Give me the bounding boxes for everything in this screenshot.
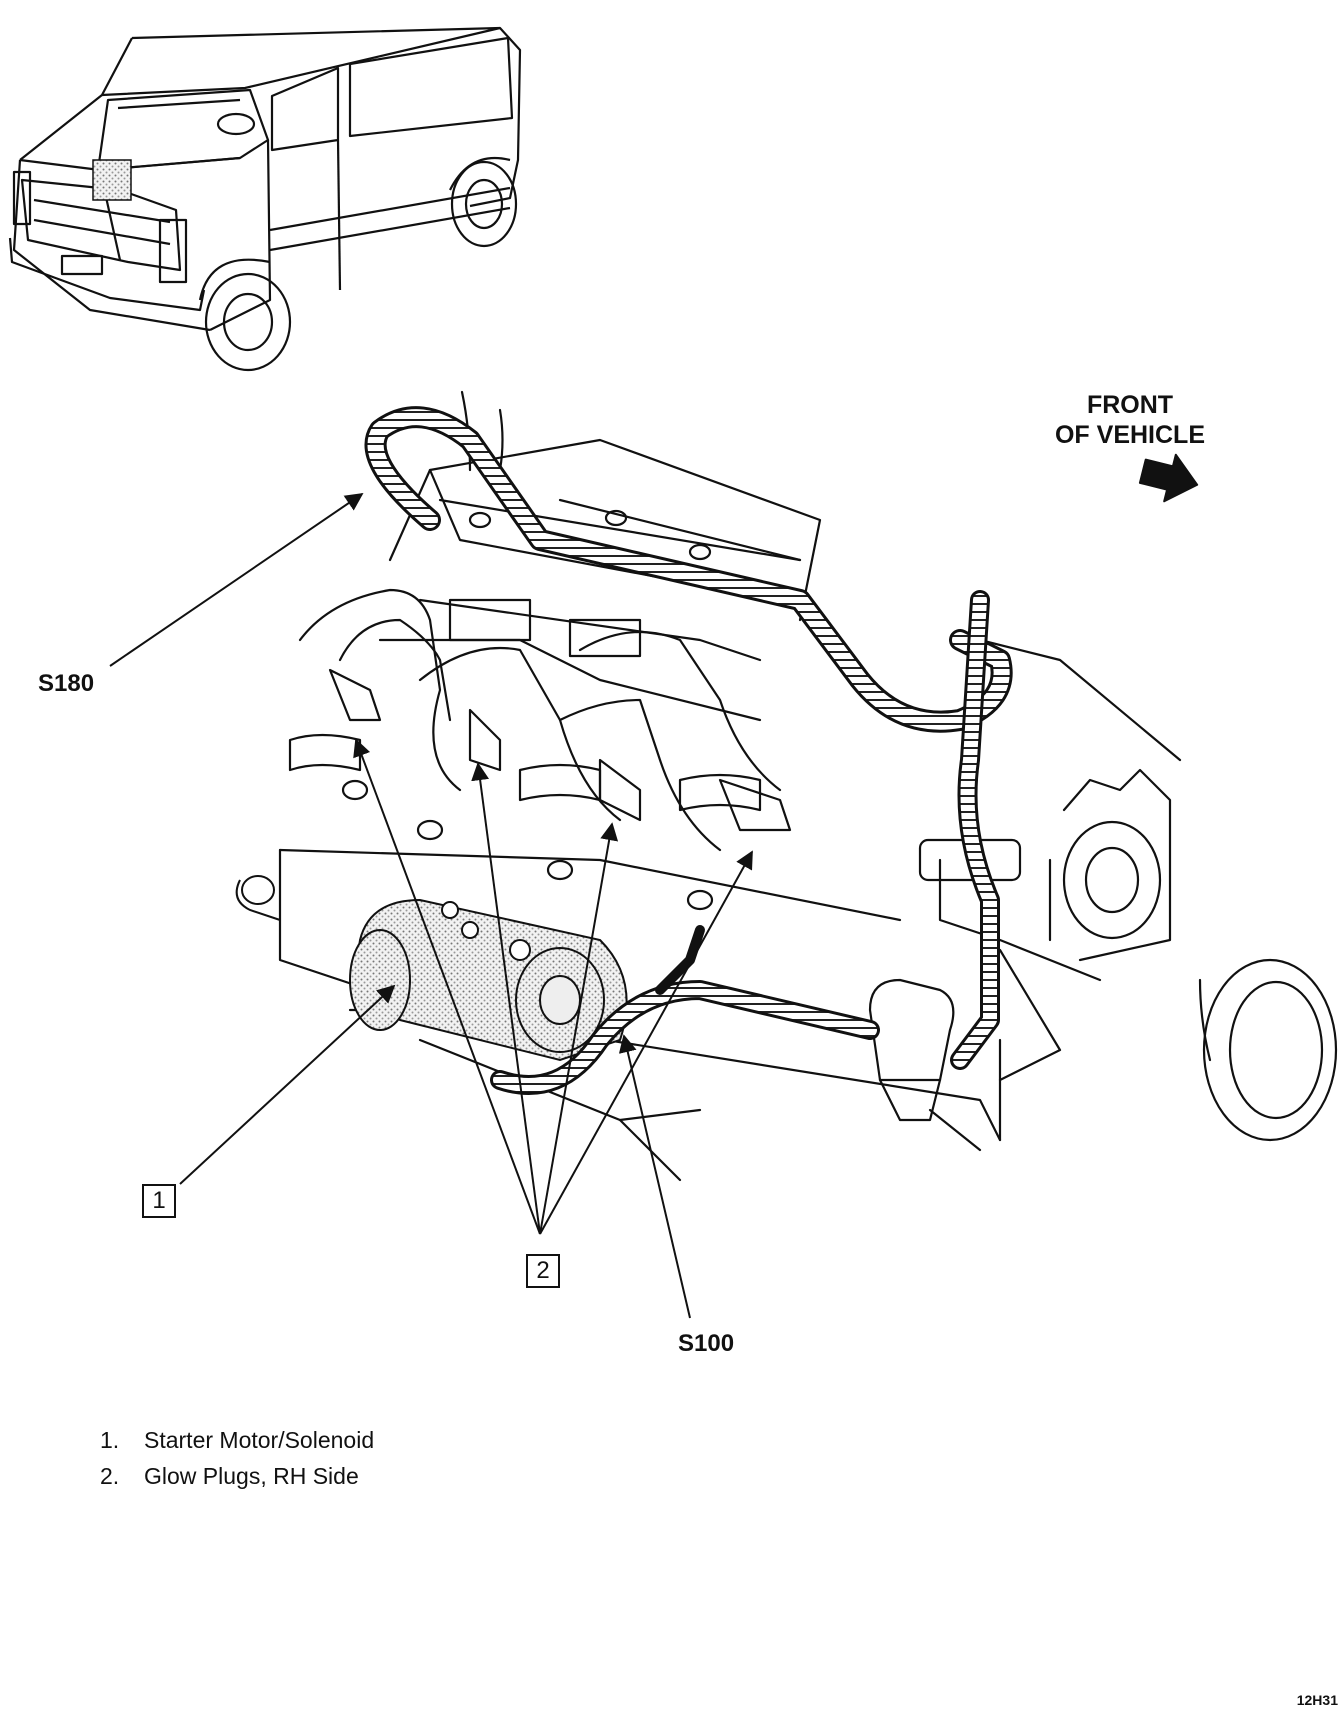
- s100-label: S100: [678, 1330, 735, 1357]
- legend-item-text: Starter Motor/Solenoid: [144, 1427, 375, 1453]
- wiring-harness: [364, 406, 1013, 1095]
- legend-item-number: 1.: [100, 1427, 120, 1453]
- leader-lines: [109, 492, 753, 1319]
- legend-item: 2. Glow Plugs, RH Side: [100, 1458, 374, 1494]
- callout-1: 1: [142, 1184, 176, 1218]
- legend: 1. Starter Motor/Solenoid 2. Glow Plugs,…: [100, 1422, 374, 1494]
- callout-2: 2: [526, 1254, 560, 1288]
- starter-motor-solenoid: [235, 875, 628, 1062]
- s180-label: S180: [38, 670, 95, 697]
- legend-item: 1. Starter Motor/Solenoid: [100, 1422, 374, 1458]
- engine-location-marker: [92, 159, 132, 201]
- front-direction-arrow: [1138, 453, 1199, 503]
- legend-item-number: 2.: [100, 1463, 120, 1489]
- figure-id: 12H31: [1296, 1692, 1338, 1708]
- legend-item-text: Glow Plugs, RH Side: [144, 1463, 359, 1489]
- front-line-2: OF VEHICLE: [1054, 421, 1205, 449]
- engine-illustration: [278, 390, 1338, 1182]
- van-illustration: [8, 26, 522, 372]
- front-of-vehicle-label: FRONT OF VEHICLE: [1030, 390, 1230, 450]
- front-line-1: FRONT: [1086, 391, 1174, 419]
